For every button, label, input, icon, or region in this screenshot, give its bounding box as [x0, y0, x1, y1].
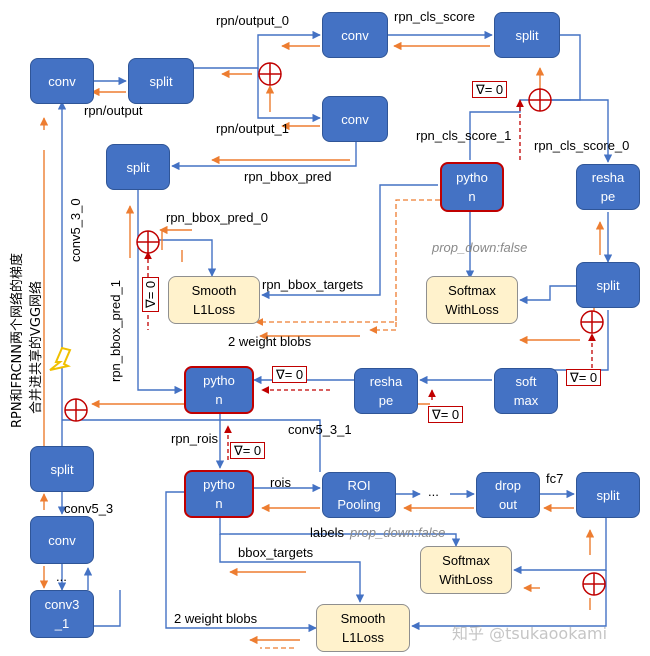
prop-down-note: prop_down:false [432, 240, 528, 255]
chinese-caption-line1: RPN和FRCNN两个网络的梯度 [10, 253, 25, 428]
edge-label: rpn_cls_score_0 [534, 138, 630, 153]
edge-label: conv5_3 [64, 501, 114, 516]
edge-label: rpn/output_1 [216, 121, 290, 136]
edge-label: rpn_cls_score [394, 9, 475, 24]
edge-label-vertical: conv5_3_0 [68, 198, 83, 262]
python-node: pytho n [440, 162, 504, 212]
edge-label: bbox_targets [238, 545, 314, 560]
reshape-node: resha pe [354, 368, 418, 414]
edge-label: rpn_cls_score_1 [416, 128, 512, 143]
conv3-1-node: conv3 _1 [30, 590, 94, 638]
sum-node [64, 398, 88, 422]
edge-label: conv5_3_1 [288, 422, 352, 437]
sum-node [580, 310, 604, 334]
softmax-node: soft max [494, 368, 558, 414]
sum-node [136, 230, 160, 254]
conv-node: conv [322, 12, 388, 58]
dropout-node: drop out [476, 472, 540, 518]
ellipsis: ... [428, 484, 439, 499]
edge-label: labels [310, 525, 344, 540]
zero-gradient-tag: ∇= 0 [472, 81, 508, 98]
sum-node [528, 88, 552, 112]
zero-gradient-tag: ∇= 0 [142, 276, 159, 312]
softmax-with-loss-node: Softmax WithLoss [420, 546, 512, 594]
zero-gradient-tag: ∇= 0 [272, 366, 308, 383]
merge-arrow [49, 346, 72, 371]
split-node: split [576, 472, 640, 518]
reshape-node: resha pe [576, 164, 640, 210]
split-node: split [128, 58, 194, 104]
chinese-caption-line2: 合并进共享的VGG网络 [29, 280, 44, 414]
sum-node [258, 62, 282, 86]
conv-node: conv [30, 58, 94, 104]
conv-node: conv [30, 516, 94, 564]
zero-gradient-tag: ∇= 0 [230, 442, 266, 459]
sum-circles [64, 62, 606, 596]
roi-pooling-node: ROI Pooling [322, 472, 396, 518]
sum-node [582, 572, 606, 596]
prop-down-note: prop_down:false [350, 525, 446, 540]
ellipsis: ... [56, 569, 67, 584]
edge-label: rpn_bbox_targets [262, 277, 364, 292]
softmax-with-loss-node: Softmax WithLoss [426, 276, 518, 324]
python-node: pytho n [184, 470, 254, 518]
edge-label: 2 weight blobs [174, 611, 258, 626]
smooth-l1-loss-node: Smooth L1Loss [316, 604, 410, 652]
zero-gradient-tag: ∇= 0 [428, 406, 464, 423]
edge-label: rpn_bbox_pred_0 [166, 210, 268, 225]
split-node: split [576, 262, 640, 308]
conv-node: conv [322, 96, 388, 142]
watermark: 知乎 @tsukaookami [452, 624, 608, 643]
split-node: split [30, 446, 94, 492]
edge-label: rois [270, 475, 291, 490]
split-node: split [106, 144, 170, 190]
edge-label: rpn_bbox_pred [244, 169, 332, 184]
split-node: split [494, 12, 560, 58]
edge-label: rpn/output_0 [216, 13, 290, 28]
dashed-gradient-edges [255, 199, 440, 649]
edge-label: fc7 [546, 471, 564, 486]
edge-label: rpn_rois [171, 431, 218, 446]
edge-label-vertical: rpn_bbox_pred_1 [108, 280, 123, 382]
python-node: pytho n [184, 366, 254, 414]
edge-label: 2 weight blobs [228, 334, 312, 349]
smooth-l1-loss-node: Smooth L1Loss [168, 276, 260, 324]
zero-gradient-tag: ∇= 0 [566, 369, 602, 386]
edge-label: rpn/output [84, 103, 143, 118]
